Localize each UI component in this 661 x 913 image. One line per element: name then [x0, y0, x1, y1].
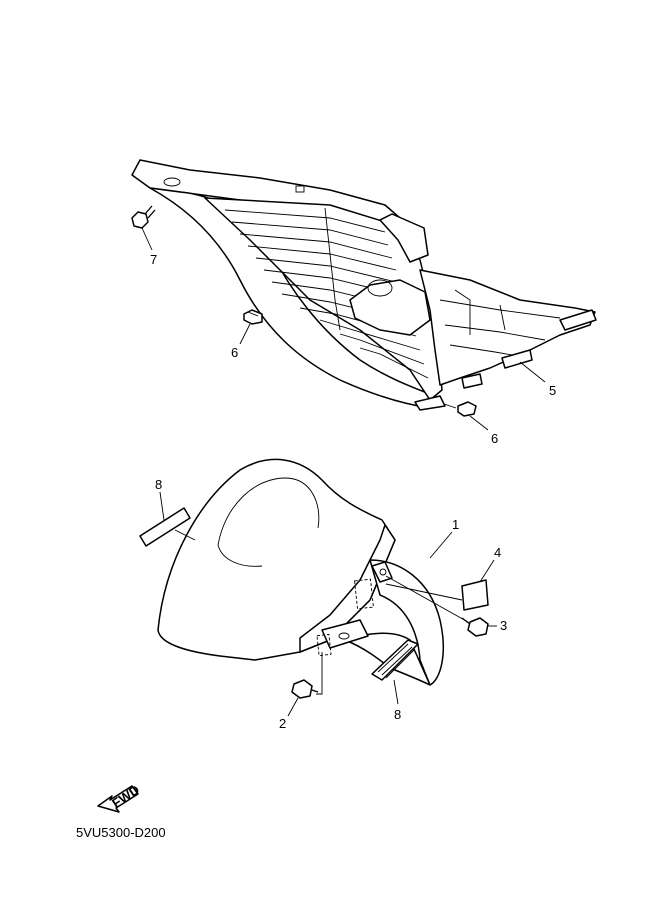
callout-4: 4	[494, 545, 501, 560]
callout-6-right: 6	[491, 431, 498, 446]
callout-3: 3	[500, 618, 507, 633]
diagram-code: 5VU5300-D200	[76, 825, 166, 840]
leader-8-lower	[393, 679, 399, 705]
callout-5: 5	[549, 383, 556, 398]
callout-7: 7	[150, 252, 157, 267]
louvres	[224, 207, 429, 379]
fwd-label: FWD	[109, 782, 142, 811]
leader-5	[519, 361, 546, 383]
leader-3-a	[385, 575, 469, 623]
part-8-reflector-lower[interactable]	[371, 639, 419, 681]
callout-8-lower: 8	[394, 707, 401, 722]
leader-2	[287, 697, 299, 717]
leader-7	[141, 227, 153, 251]
callout-2: 2	[279, 716, 286, 731]
leader-6-right-b	[443, 403, 457, 409]
part-5-inner-grille[interactable]	[131, 159, 597, 411]
leader-4-b	[385, 583, 463, 601]
leader-8-upper	[159, 491, 165, 521]
part-4-label[interactable]	[461, 579, 489, 611]
part-7-bolt[interactable]	[131, 205, 156, 229]
leader-6-left	[239, 323, 251, 345]
leader-1	[429, 531, 453, 559]
fwd-arrow-icon: FWD	[97, 782, 142, 813]
part-2-screw[interactable]	[291, 679, 319, 699]
leader-6-right	[469, 415, 489, 431]
leader-4	[479, 559, 495, 583]
part-6-clip-left[interactable]	[243, 309, 263, 325]
part-8-label-upper[interactable]	[139, 507, 191, 547]
leader-8-upper-b	[174, 529, 196, 541]
callout-8-upper: 8	[155, 477, 162, 492]
part-6-clip-right[interactable]	[457, 401, 477, 417]
callout-1: 1	[452, 517, 459, 532]
callout-6-left: 6	[231, 345, 238, 360]
leader-2-a	[316, 652, 323, 695]
